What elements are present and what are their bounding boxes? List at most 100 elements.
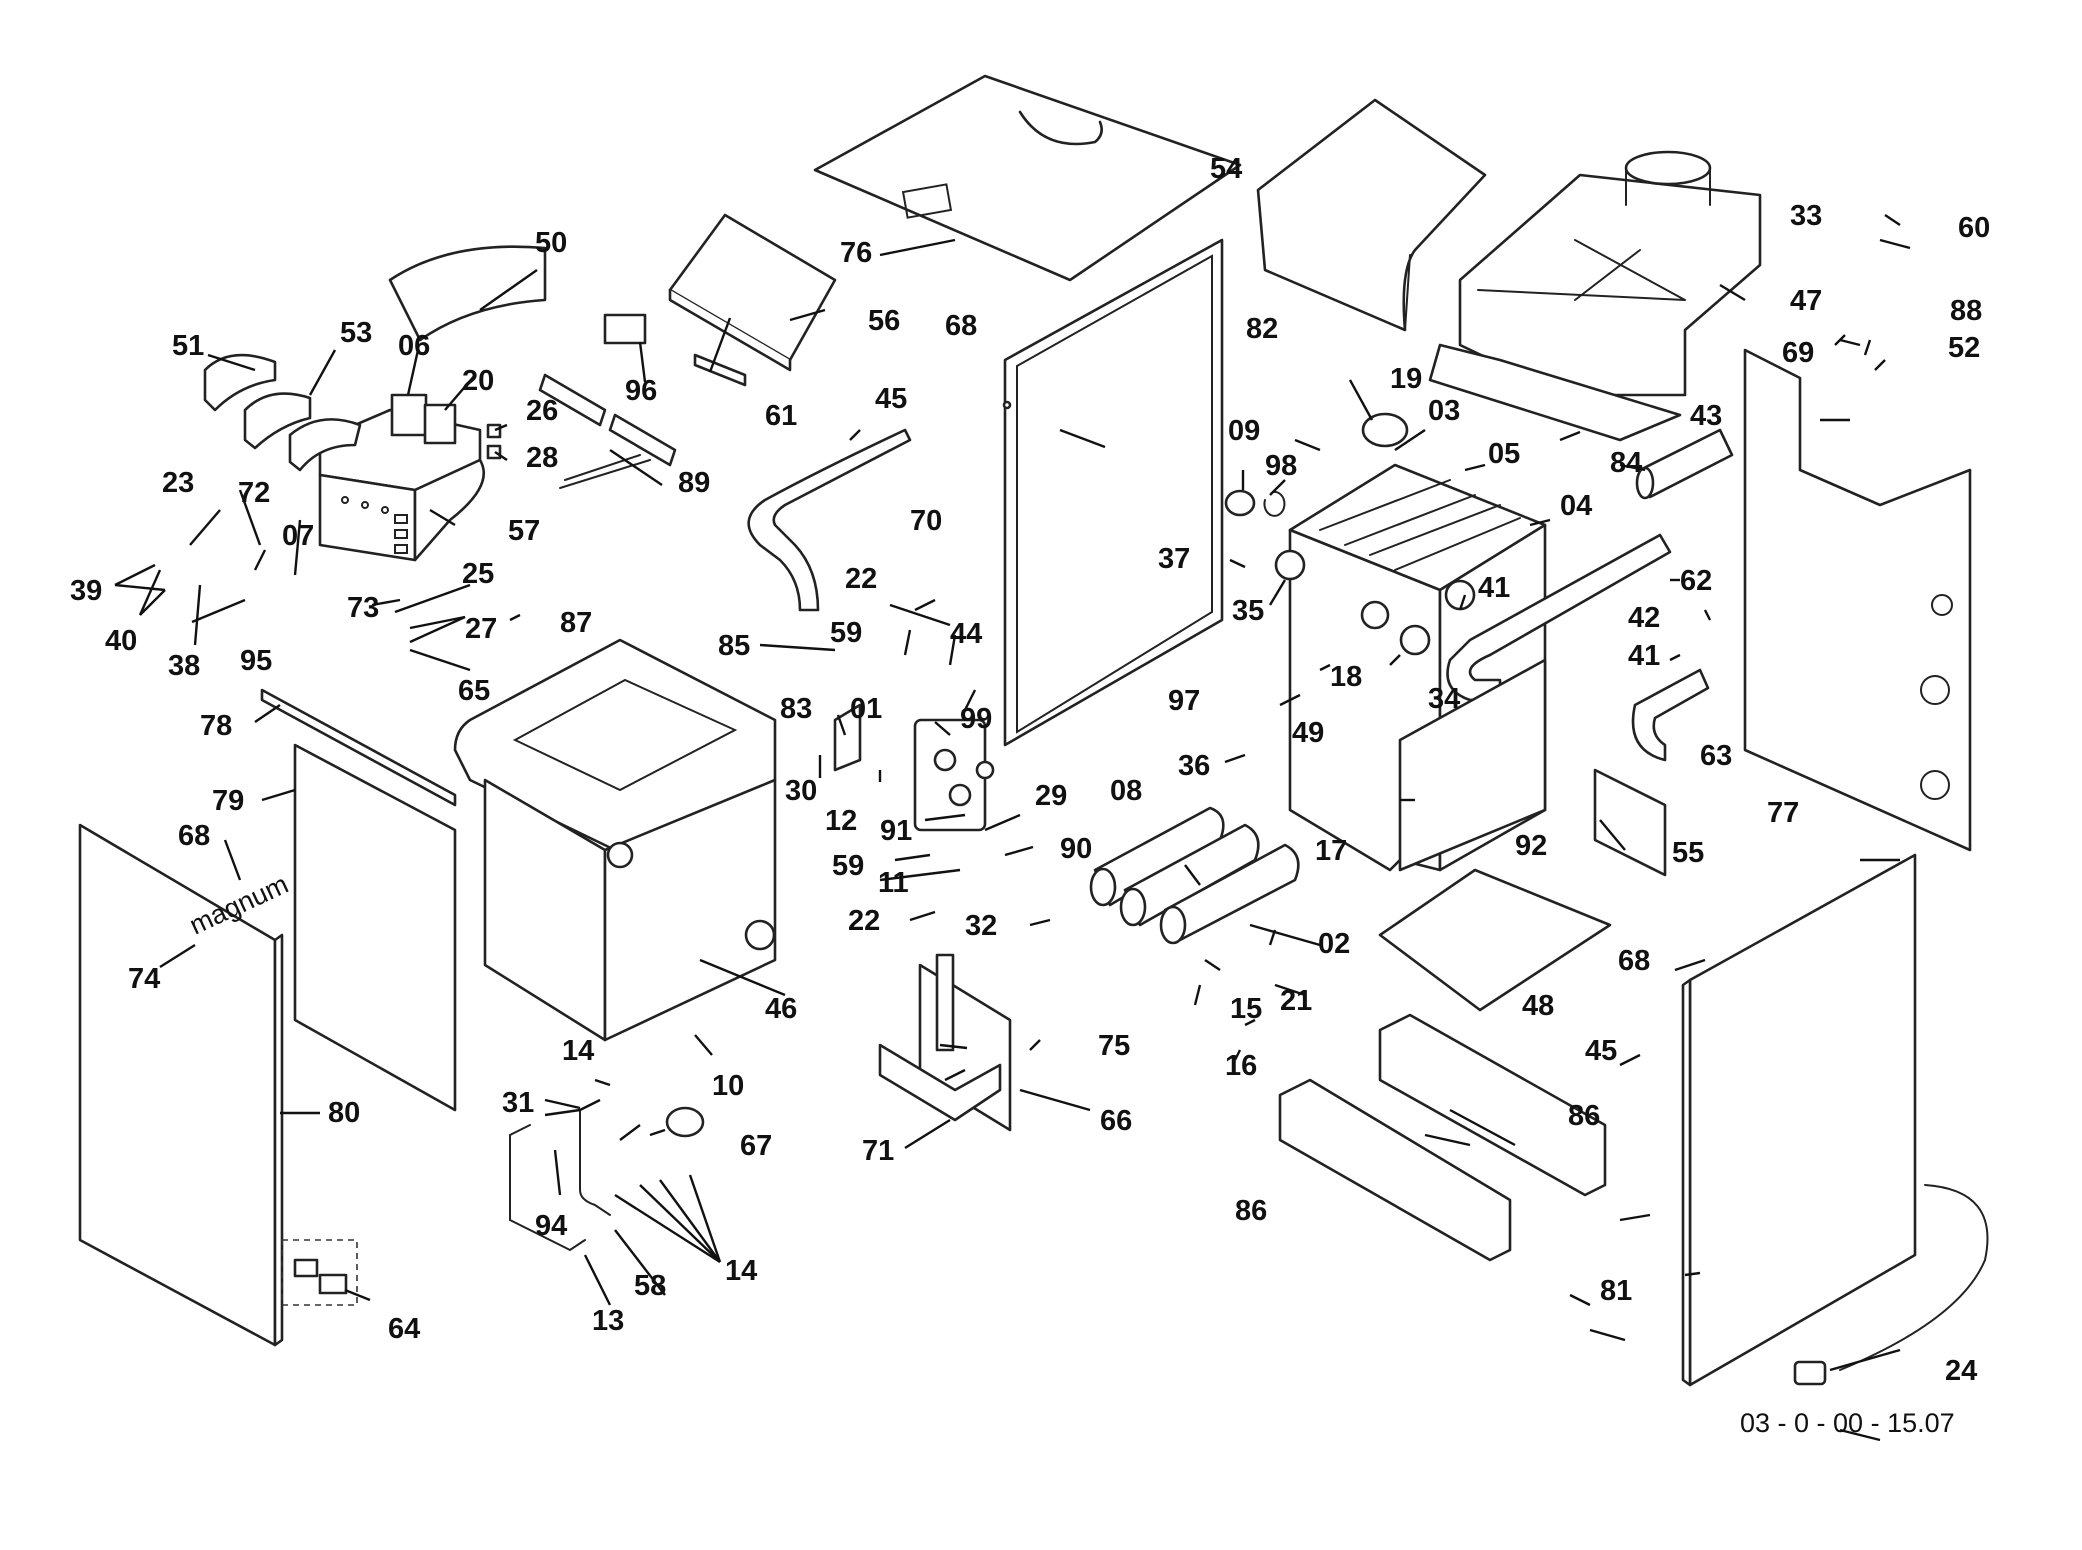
label-part-19: 19 — [1390, 363, 1422, 395]
base-frame — [1398, 658, 1547, 872]
label-part-64: 64 — [388, 1313, 420, 1345]
label-part-34: 34 — [1428, 683, 1460, 715]
leader-lines — [114, 214, 1911, 1442]
part-labels: 01 02 03 04 05 06 07 08 09 10 11 12 13 1… — [70, 153, 1990, 1387]
label-part-07: 07 — [282, 520, 314, 552]
label-part-87: 87 — [560, 607, 592, 639]
label-part-70: 70 — [910, 505, 942, 537]
label-part-43: 43 — [1690, 400, 1722, 432]
cowl-56 — [668, 213, 837, 372]
label-part-45a: 45 — [875, 383, 907, 415]
label-part-69: 69 — [1782, 337, 1814, 369]
label-part-67: 67 — [740, 1130, 772, 1162]
label-part-68b: 68 — [178, 820, 210, 852]
label-part-01: 01 — [850, 693, 882, 725]
switch-area — [281, 1239, 358, 1306]
label-part-74: 74 — [128, 963, 160, 995]
label-part-80: 80 — [328, 1097, 360, 1129]
label-part-20: 20 — [462, 365, 494, 397]
label-part-95: 95 — [240, 645, 272, 677]
rail-86-upper — [1378, 1013, 1607, 1197]
knob-51 — [203, 353, 277, 412]
label-part-39: 39 — [70, 575, 102, 607]
gas-pipe — [747, 428, 912, 612]
label-part-92: 92 — [1515, 830, 1547, 862]
label-part-52: 52 — [1948, 332, 1980, 364]
label-part-78: 78 — [200, 710, 232, 742]
label-part-41b: 41 — [1628, 640, 1660, 672]
label-part-42: 42 — [1628, 602, 1660, 634]
label-part-85: 85 — [718, 630, 750, 662]
gasket-43 — [1428, 343, 1682, 442]
fitting-09 — [1224, 489, 1256, 517]
label-part-47: 47 — [1790, 285, 1822, 317]
label-part-21: 21 — [1280, 985, 1312, 1017]
label-part-54: 54 — [1210, 153, 1242, 185]
label-part-75: 75 — [1098, 1030, 1130, 1062]
flue-hood — [1256, 98, 1487, 332]
pilot-assembly — [878, 953, 1012, 1132]
label-part-99: 99 — [960, 703, 992, 735]
label-part-25: 25 — [462, 558, 494, 590]
label-part-36: 36 — [1178, 750, 1210, 782]
label-part-88: 88 — [1950, 295, 1982, 327]
label-part-86a: 86 — [1568, 1100, 1600, 1132]
label-part-05: 05 — [1488, 438, 1520, 470]
label-part-97: 97 — [1168, 685, 1200, 717]
rear-panel — [1743, 348, 1972, 852]
label-part-17: 17 — [1315, 835, 1347, 867]
knob-53 — [243, 392, 312, 450]
label-part-94: 94 — [535, 1210, 567, 1242]
label-part-56: 56 — [868, 305, 900, 337]
label-part-63: 63 — [1700, 740, 1732, 772]
label-part-79: 79 — [212, 785, 244, 817]
label-part-33: 33 — [1790, 200, 1822, 232]
label-part-77: 77 — [1767, 797, 1799, 829]
label-part-31: 31 — [502, 1087, 534, 1119]
rail-86-lower — [1278, 1078, 1512, 1262]
label-part-15: 15 — [1230, 993, 1262, 1025]
inner-panel — [293, 743, 457, 1112]
connector-28 — [486, 444, 502, 460]
flue-tube-end — [1635, 466, 1655, 500]
label-part-58: 58 — [634, 1270, 666, 1302]
label-part-59b: 59 — [832, 850, 864, 882]
power-plug — [1793, 1360, 1827, 1386]
label-part-84: 84 — [1610, 447, 1642, 479]
label-part-40: 40 — [105, 625, 137, 657]
label-part-46: 46 — [765, 993, 797, 1025]
label-part-68a: 68 — [945, 310, 977, 342]
sight-glass-19 — [1361, 412, 1409, 448]
label-part-71: 71 — [862, 1135, 894, 1167]
burner-bars — [1089, 806, 1300, 945]
label-part-90: 90 — [1060, 833, 1092, 865]
label-part-16: 16 — [1225, 1050, 1257, 1082]
label-part-44: 44 — [950, 618, 982, 650]
label-part-12: 12 — [825, 805, 857, 837]
label-part-57: 57 — [508, 515, 540, 547]
label-part-02: 02 — [1318, 928, 1350, 960]
relay-20 — [423, 403, 457, 445]
top-cover — [813, 74, 1242, 282]
label-part-53: 53 — [340, 317, 372, 349]
label-part-60: 60 — [1958, 212, 1990, 244]
label-part-14b: 14 — [725, 1255, 757, 1287]
label-part-82: 82 — [1246, 313, 1278, 345]
label-part-91: 91 — [880, 815, 912, 847]
switch-1 — [293, 1258, 319, 1278]
label-part-37: 37 — [1158, 543, 1190, 575]
label-part-49: 49 — [1292, 717, 1324, 749]
control-cover — [388, 245, 547, 342]
bracket-61 — [693, 353, 747, 387]
label-part-61: 61 — [765, 400, 797, 432]
label-part-81: 81 — [1600, 1275, 1632, 1307]
pipe-62 — [1446, 533, 1672, 702]
label-part-27: 27 — [465, 613, 497, 645]
label-part-35: 35 — [1232, 595, 1264, 627]
label-part-50: 50 — [535, 227, 567, 259]
label-part-76: 76 — [840, 237, 872, 269]
label-part-29: 29 — [1035, 780, 1067, 812]
label-part-72: 72 — [238, 477, 270, 509]
rail-78 — [260, 688, 457, 807]
label-part-38: 38 — [168, 650, 200, 682]
